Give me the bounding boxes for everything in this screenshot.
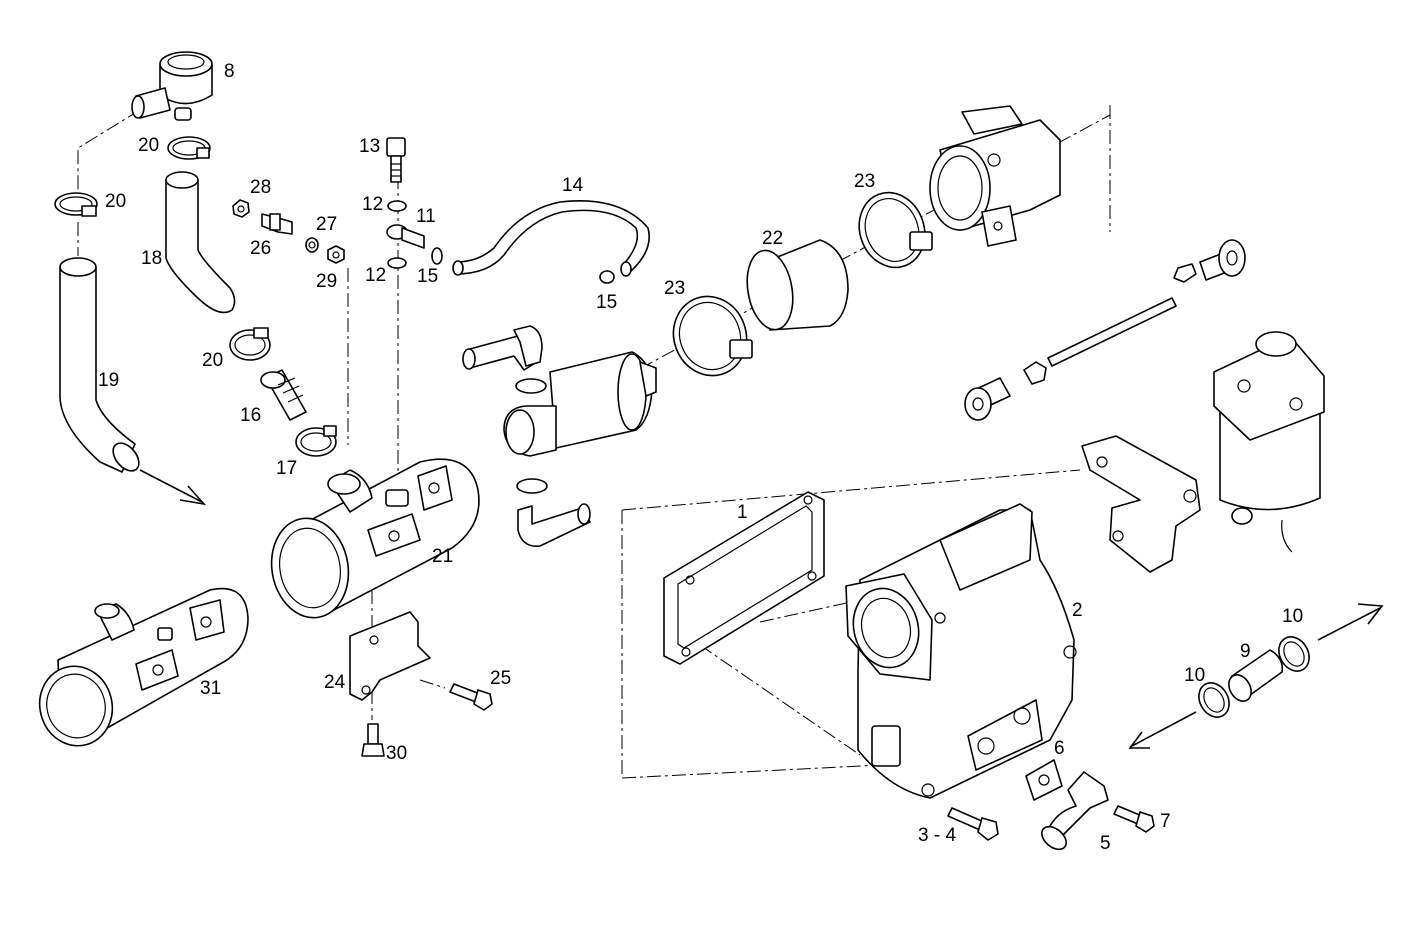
housing-part-21 <box>270 458 480 619</box>
label-28: 28 <box>250 177 271 198</box>
label-1: 1 <box>737 502 748 523</box>
label-15-left: 15 <box>417 266 438 287</box>
label-27: 27 <box>316 214 337 235</box>
bolt-part-25 <box>449 683 493 711</box>
gasket-part-1 <box>663 491 825 665</box>
label-17: 17 <box>276 458 297 479</box>
label-13: 13 <box>359 136 380 157</box>
label-11: 11 <box>416 206 436 227</box>
bolt-part-30 <box>361 723 385 757</box>
throttle-body <box>929 105 1061 247</box>
label-21: 21 <box>432 546 453 567</box>
adapter-part-26 <box>261 213 293 235</box>
washer-part-27 <box>305 237 319 253</box>
label-16: 16 <box>240 405 261 426</box>
bolt-part-3-4 <box>947 807 999 841</box>
label-22: 22 <box>762 228 783 249</box>
gasket-part-6 <box>1025 759 1063 801</box>
bolt-part-13 <box>386 137 406 183</box>
filter-canister <box>1213 331 1325 553</box>
hose-clamp-part-23-right <box>858 191 933 269</box>
o-ring-part-15-right <box>599 270 615 284</box>
casing-part-2 <box>845 503 1077 799</box>
bent-hose-part-18 <box>165 171 236 314</box>
label-8: 8 <box>224 61 235 82</box>
label-31: 31 <box>200 678 221 699</box>
label-14: 14 <box>562 175 584 196</box>
housing-part-31 <box>38 587 249 747</box>
hose-clamp-part-20-mid <box>229 327 271 361</box>
label-29: 29 <box>316 271 337 292</box>
flow-arrow-right-out <box>1317 603 1384 641</box>
label-26: 26 <box>250 238 271 259</box>
label-7: 7 <box>1160 811 1171 832</box>
pipe-assembly <box>964 239 1246 421</box>
o-ring-part-15-left <box>431 247 443 265</box>
hose-part-14 <box>452 200 650 277</box>
part-number-labels: 8 20 20 20 18 19 28 26 27 29 13 12 11 12… <box>98 61 1303 854</box>
nut-part-29 <box>327 245 345 264</box>
label-18: 18 <box>141 248 162 269</box>
washer-part-12-top <box>387 200 407 212</box>
label-3-4: 3 - 4 <box>918 825 956 846</box>
label-9: 9 <box>1240 641 1251 662</box>
hose-clamp-part-23-left <box>672 295 753 377</box>
bent-hose-part-19 <box>59 257 140 473</box>
label-25: 25 <box>490 668 511 689</box>
flow-arrow-right-in <box>1128 711 1197 749</box>
sleeve-part-9 <box>1228 649 1284 702</box>
sleeve-part-22 <box>746 239 849 331</box>
breather-valve-part-8 <box>131 51 213 121</box>
washer-part-12-bottom <box>387 257 407 269</box>
pump-assembly <box>462 325 657 547</box>
flow-arrow-left <box>139 469 207 506</box>
mounting-bracket <box>1081 435 1201 573</box>
label-20-mid: 20 <box>202 350 223 371</box>
label-24: 24 <box>324 672 346 693</box>
bracket-part-24 <box>349 611 431 701</box>
label-20-left: 20 <box>105 191 126 212</box>
label-2: 2 <box>1072 600 1083 621</box>
hose-clamp-part-10-right <box>1278 636 1310 672</box>
label-12-bottom: 12 <box>365 265 386 286</box>
label-20-top: 20 <box>138 135 159 156</box>
connector-part-16 <box>260 369 307 421</box>
hose-clamp-part-20-left <box>54 192 98 217</box>
label-15-right: 15 <box>596 292 617 313</box>
nut-part-28 <box>232 199 250 218</box>
label-10-left: 10 <box>1184 665 1205 686</box>
elbow-part-5 <box>1041 771 1109 851</box>
label-10-right: 10 <box>1282 606 1303 627</box>
hose-clamp-part-20-top <box>167 136 211 160</box>
bolt-part-7 <box>1113 805 1155 833</box>
label-30: 30 <box>386 743 407 764</box>
label-23-right: 23 <box>854 171 875 192</box>
hose-clamp-part-17 <box>295 425 337 457</box>
label-19: 19 <box>98 370 119 391</box>
label-12-top: 12 <box>362 194 383 215</box>
label-6: 6 <box>1054 738 1065 759</box>
banjo-fitting-part-11 <box>386 224 425 249</box>
hose-clamp-part-10-left <box>1198 682 1230 718</box>
label-5: 5 <box>1100 833 1111 854</box>
label-23-left: 23 <box>664 278 685 299</box>
